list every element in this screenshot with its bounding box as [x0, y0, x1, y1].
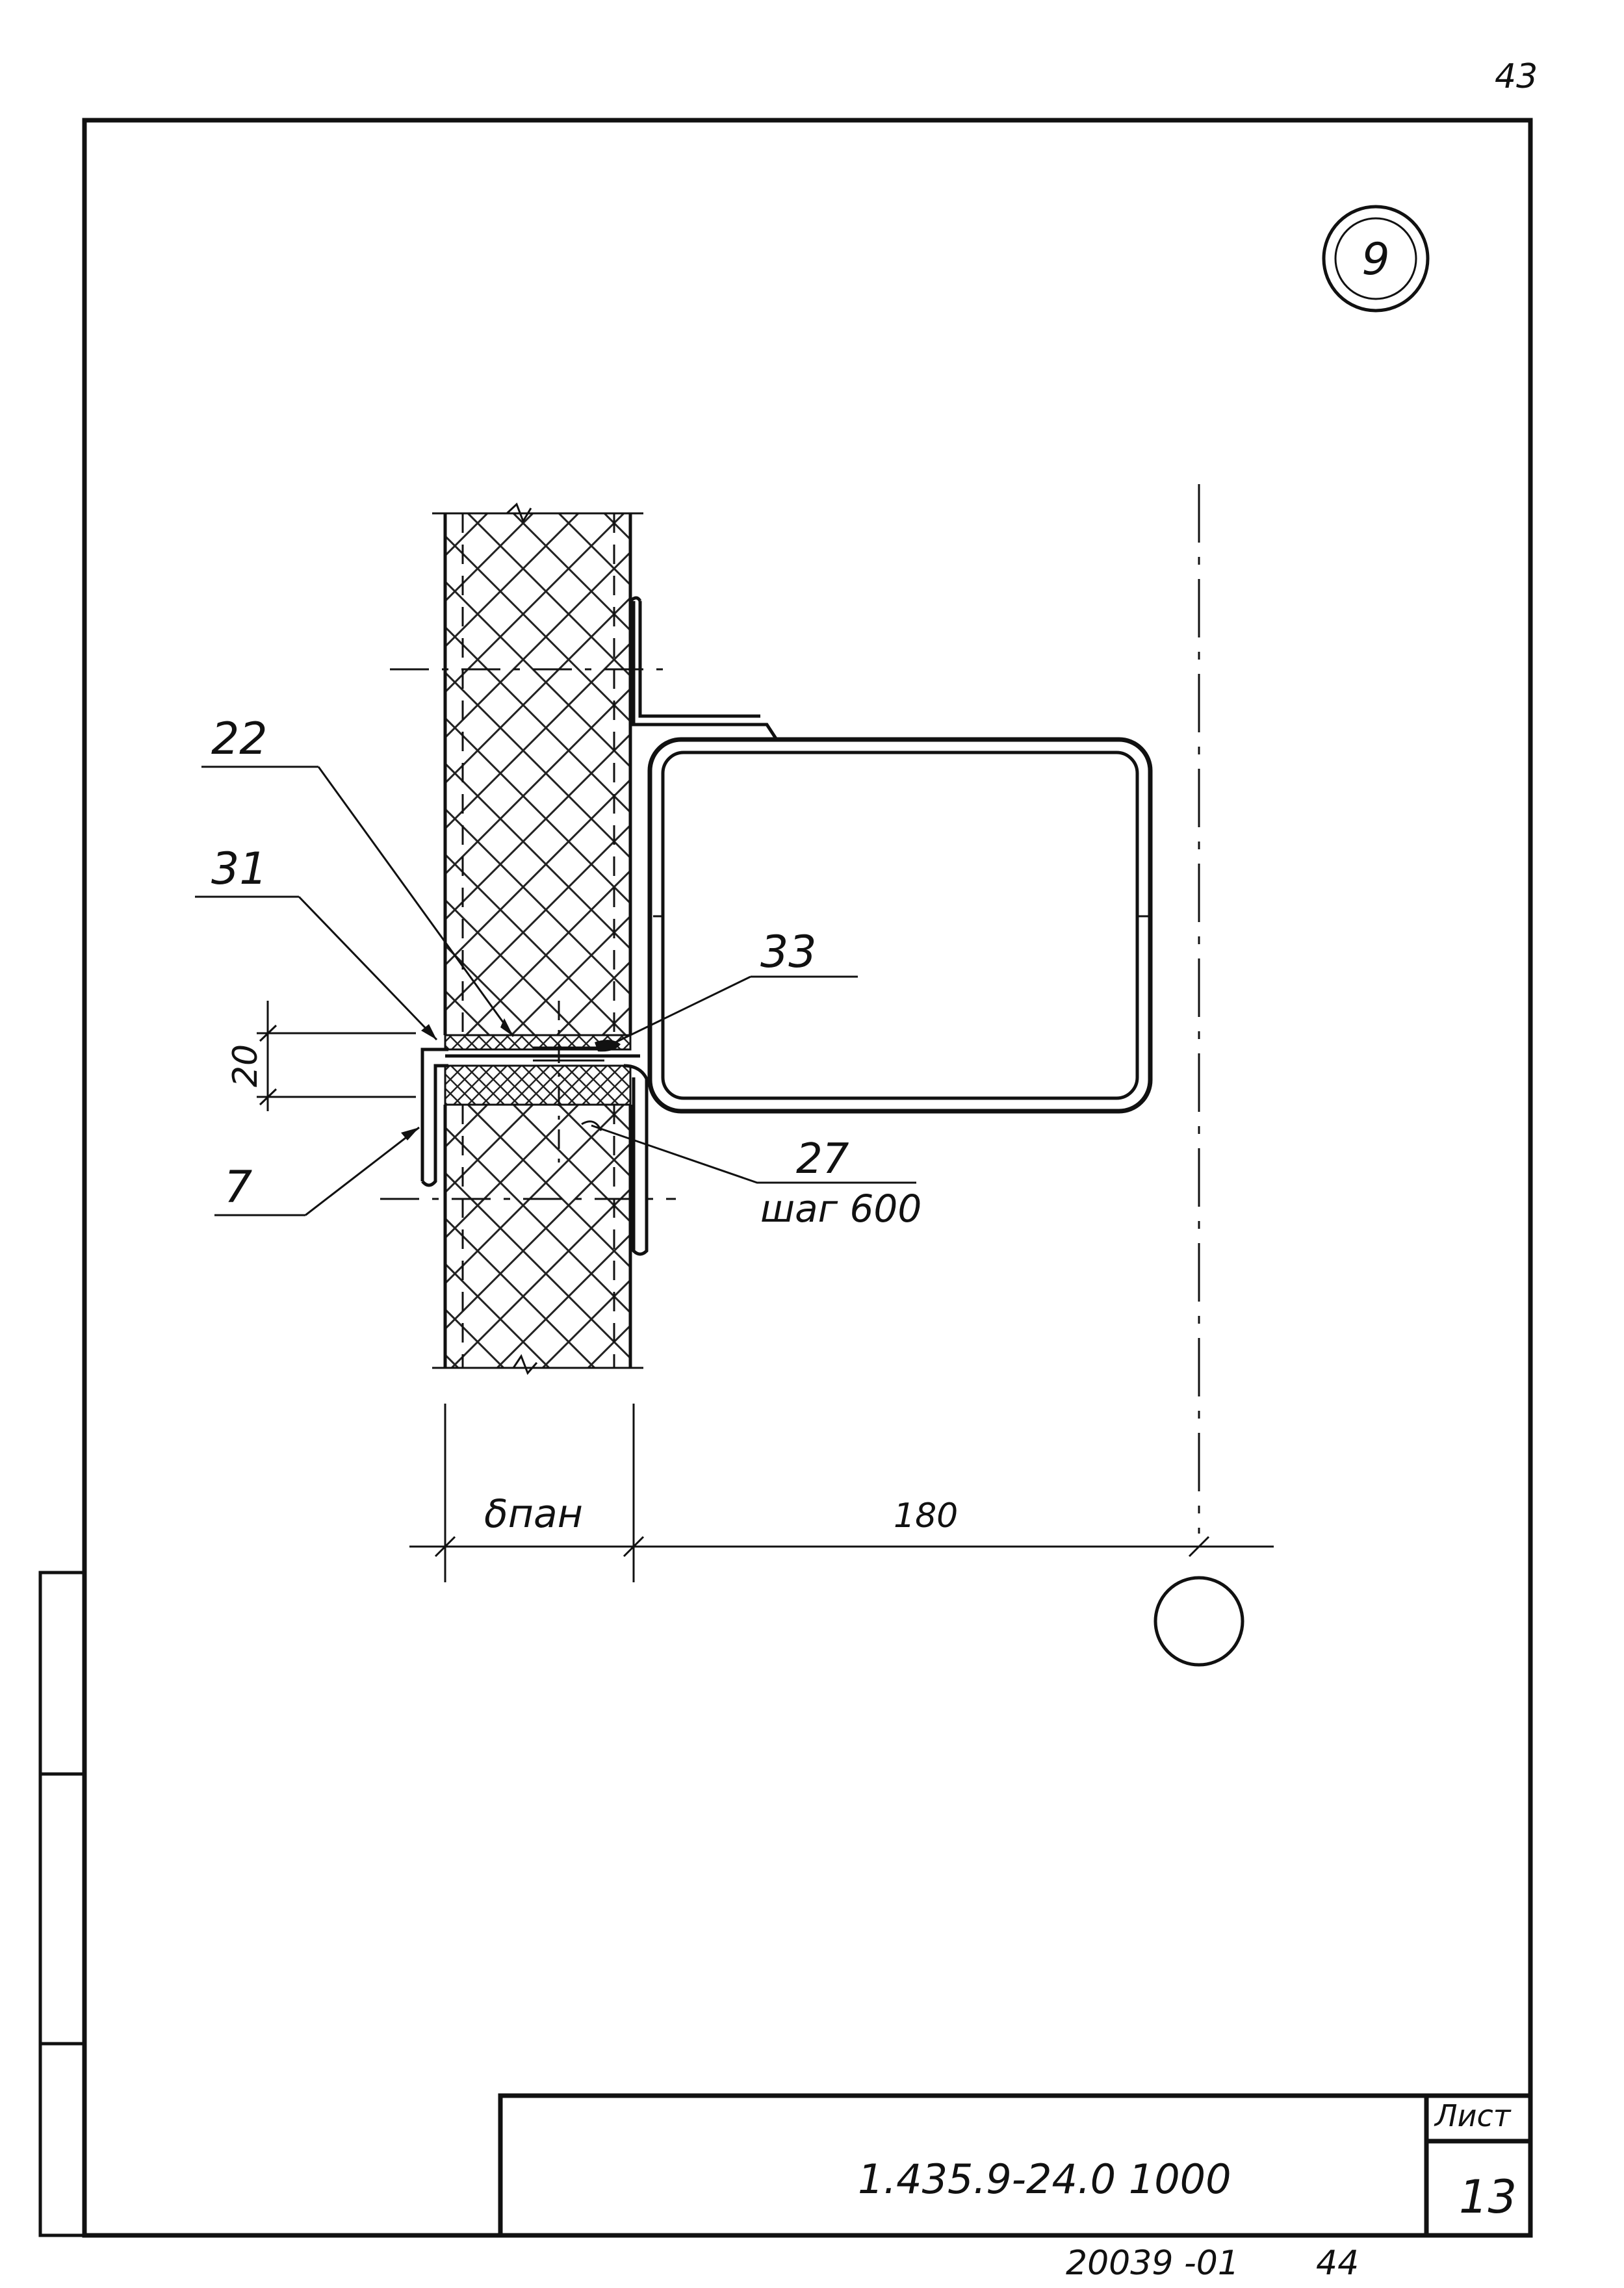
svg-text:180: 180	[894, 1497, 958, 1536]
steel-tube-column	[647, 737, 1153, 1114]
dim-chain: δпан 180	[409, 1404, 1274, 1582]
leader-27: 27 шаг 600	[581, 1120, 922, 1231]
upper-panel	[390, 502, 673, 1035]
axis-bubble	[1154, 1576, 1244, 1667]
svg-text:δпан: δпан	[484, 1491, 583, 1537]
leader-7: 7	[214, 1126, 420, 1216]
sheet-label: Лист	[1434, 2098, 1512, 2133]
flashing-profile	[420, 1048, 448, 1187]
svg-text:шаг 600: шаг 600	[760, 1187, 922, 1231]
binding-strip	[38, 1571, 86, 2237]
bracket-upper	[632, 601, 779, 741]
panel-joint	[444, 1001, 640, 1163]
svg-text:20: 20	[226, 1044, 265, 1087]
footer-sheet: 44	[1316, 2244, 1359, 2283]
leader-33: 33	[613, 927, 858, 1044]
svg-text:7: 7	[224, 1162, 252, 1213]
svg-text:9: 9	[1361, 234, 1389, 285]
detail-marker: 9	[1322, 205, 1430, 313]
svg-text:33: 33	[760, 927, 817, 978]
svg-text:31: 31	[211, 843, 268, 895]
dim-20: 20	[226, 1001, 416, 1111]
title-block: 1.435.9-24.0 1000 Лист 13	[498, 2093, 1533, 2238]
svg-text:27: 27	[796, 1135, 849, 1183]
svg-text:22: 22	[211, 713, 268, 765]
footer-code: 20039 -01	[1066, 2244, 1239, 2283]
bracket-lower	[623, 1064, 649, 1256]
lower-panel	[380, 1105, 676, 1375]
page-number: 43	[1495, 57, 1538, 96]
leader-31: 31	[195, 843, 438, 1041]
leader-22: 22	[201, 713, 515, 1037]
document-code: 1.435.9-24.0 1000	[858, 2155, 1231, 2203]
sheet-number: 13	[1459, 2170, 1517, 2224]
